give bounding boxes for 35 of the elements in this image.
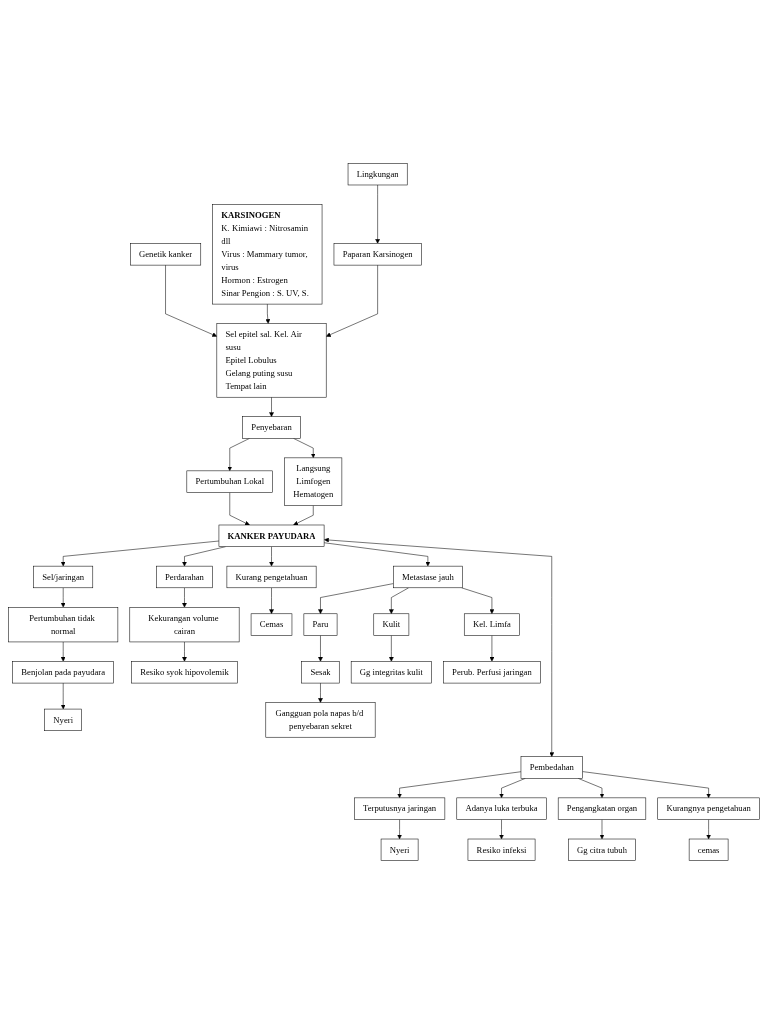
node-box: Kurangnya pengetahuan (657, 797, 760, 820)
node-box: Sel/jaringan (33, 565, 94, 589)
node-box: Pertumbuhan tidak normal (8, 607, 119, 643)
node-box: Pembedahan (520, 756, 583, 779)
node-box: Nyeri (44, 708, 82, 731)
node-box: Kekurangan volume cairan (129, 607, 240, 643)
node-box: Adanya luka terbuka (456, 797, 547, 820)
node-box: Benjolan pada payudara (12, 661, 114, 684)
node-box: Nyeri (380, 838, 419, 861)
node-box: Gangguan pola napas b/d penyebaran sekret (265, 702, 376, 738)
node-box: Penyebaran (242, 416, 301, 439)
node-box: Genetik kanker (130, 243, 202, 266)
node-box: Perdarahan (156, 565, 213, 589)
node-box: Sesak (301, 661, 340, 684)
node-box: Pertumbuhan Lokal (186, 470, 273, 493)
node-box: Kel. Limfa (464, 613, 520, 636)
node-box: Resiko infeksi (467, 838, 536, 861)
node-box: Kurang pengetahuan (226, 565, 317, 589)
node-box: Cemas (250, 613, 293, 636)
node-box: Resiko syok hipovolemik (131, 661, 238, 684)
node-box: Metastase jauh (393, 565, 463, 589)
node-box: Pengangkatan organ (557, 797, 647, 820)
node-box: Gg integritas kulit (350, 661, 432, 684)
node-box: Langsung Limfogen Hematogen (284, 457, 343, 506)
node-box: Paru (303, 613, 338, 636)
node-box: KARSINOGEN K. Kimiawi : Nitrosamin dll Virus : Mammary tumor, virus Hormon : Estrogen Sinar Pengion : S. UV, S. (212, 204, 323, 305)
node-box: Kulit (373, 613, 410, 636)
node-box: Terputusnya jaringan (354, 797, 446, 820)
node-box: Paparan Karsinogen (333, 243, 422, 266)
node-box: Gg citra tubuh (568, 838, 636, 861)
node-box: Perub. Perfusi jaringan (443, 661, 541, 684)
node-box: Sel epitel sal. Kel. Air susu Epitel Lobulus Gelang puting susu Tempat lain (216, 323, 327, 398)
node-box: Lingkungan (347, 163, 408, 186)
node-box: KANKER PAYUDARA (218, 524, 325, 547)
node-box: cemas (688, 838, 729, 861)
